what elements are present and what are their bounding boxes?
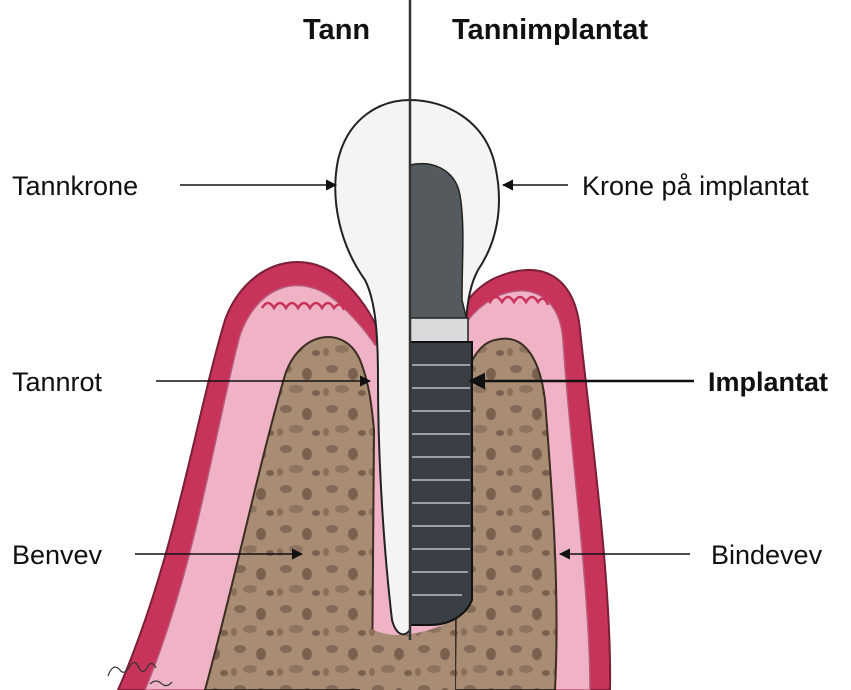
implant-collar [410, 318, 468, 342]
label-benvev: Benvev [12, 542, 102, 569]
label-tannrot: Tannrot [12, 369, 102, 396]
label-krone-pa-implantat: Krone på implantat [582, 173, 809, 200]
label-bindevev: Bindevev [711, 542, 822, 569]
label-tannkrone: Tannkrone [12, 173, 138, 200]
implant-screw [410, 342, 472, 625]
title-tannimplantat: Tannimplantat [452, 16, 648, 45]
title-tann: Tann [303, 16, 370, 45]
label-implantat: Implantat [708, 369, 828, 396]
